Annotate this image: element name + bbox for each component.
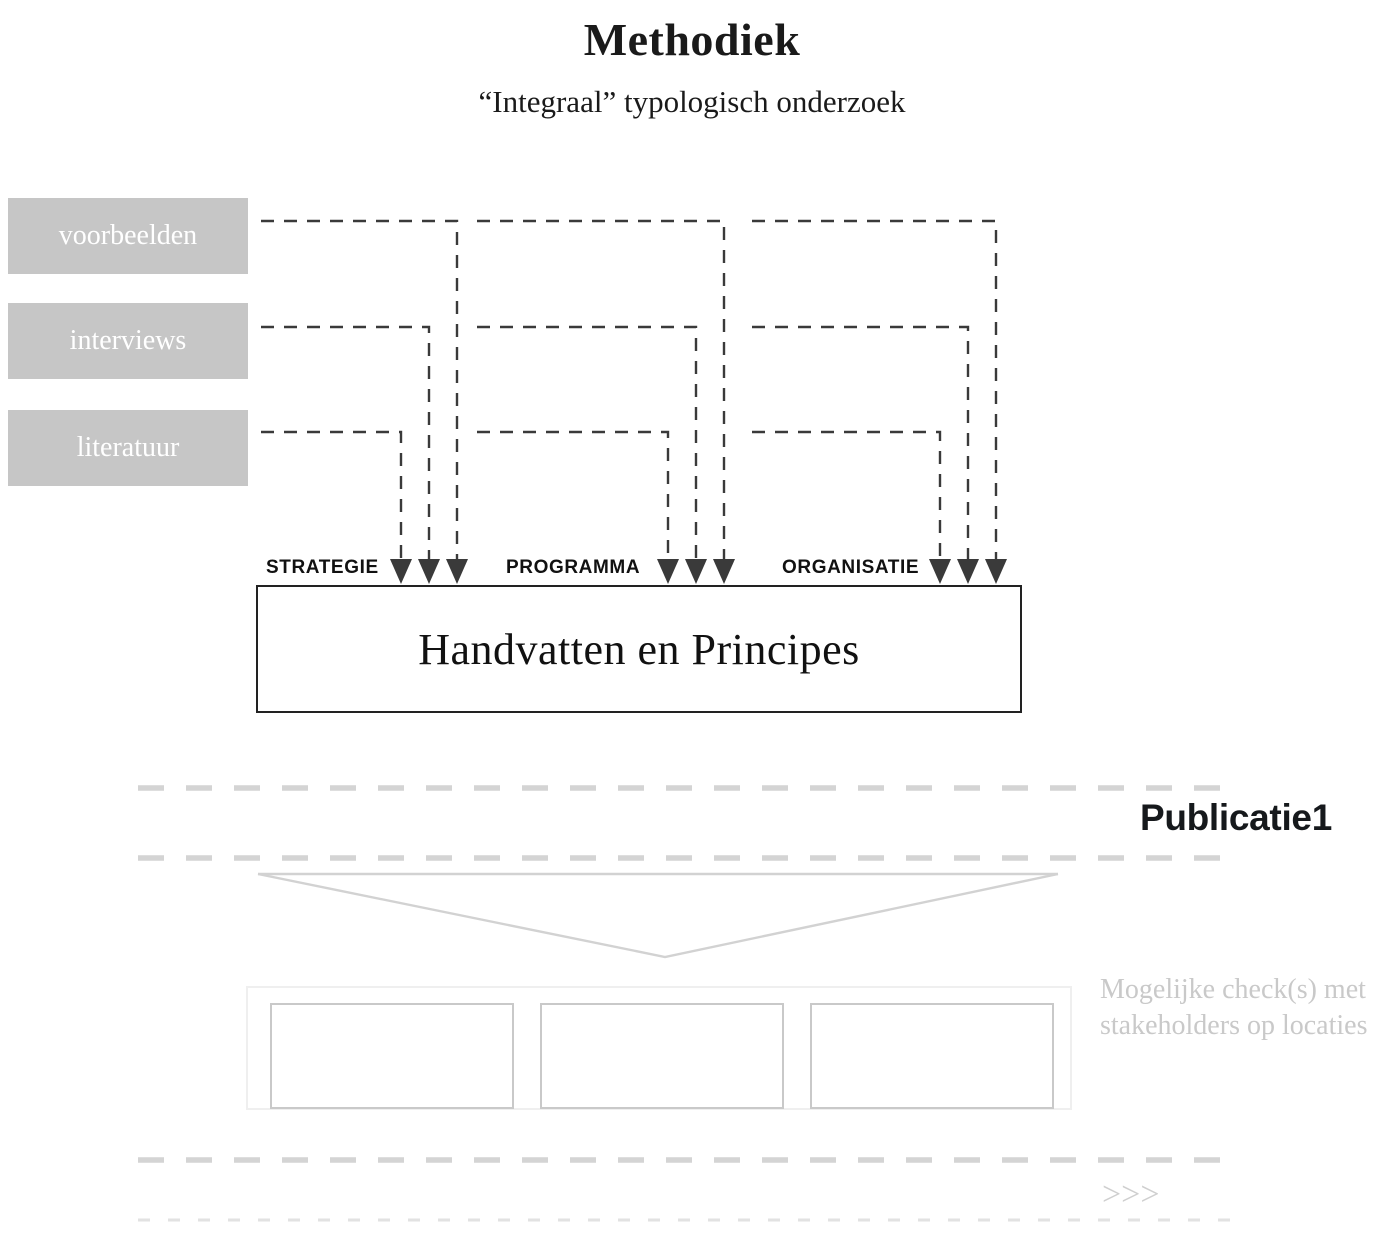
bottom-box-1[interactable] xyxy=(270,1003,514,1109)
connector-path xyxy=(752,430,942,563)
arrow-head-icon xyxy=(418,559,440,584)
bottom-box-3[interactable] xyxy=(810,1003,1054,1109)
arrow-head-icon xyxy=(446,559,468,584)
connector-path xyxy=(752,325,970,563)
chevron-forward-icon: >>> xyxy=(1102,1176,1160,1213)
source-box-literatuur[interactable]: literatuur xyxy=(8,410,248,486)
bottom-outer-frame xyxy=(246,986,1072,1110)
connector-path xyxy=(477,430,670,563)
pillar-label-programma: PROGRAMMA xyxy=(506,557,641,578)
page-title: Methodiek xyxy=(583,14,801,65)
connector-path xyxy=(477,325,698,563)
result-box: Handvatten en Principes xyxy=(256,585,1022,713)
arrow-head-icon xyxy=(985,559,1007,584)
stakeholder-note: Mogelijke check(s) met stakeholders op l… xyxy=(1100,974,1368,1042)
bottom-box-2[interactable] xyxy=(540,1003,784,1109)
arrow-head-icon xyxy=(390,559,412,584)
pillar-label-strategie: STRATEGIE xyxy=(266,557,379,578)
connector-path xyxy=(261,219,459,563)
arrow-head-icon xyxy=(957,559,979,584)
source-box-voorbeelden[interactable]: voorbeelden xyxy=(8,198,248,274)
result-box-label: Handvatten en Principes xyxy=(418,624,860,674)
page-subtitle: “Integraal” typologisch onderzoek xyxy=(478,84,906,119)
source-box-interviews[interactable]: interviews xyxy=(8,303,248,379)
funnel-chevron xyxy=(257,872,1059,959)
arrow-head-icon xyxy=(657,559,679,584)
publication-label: Publicatie1 xyxy=(1139,797,1332,838)
source-box-label: voorbeelden xyxy=(58,220,198,251)
connector-path xyxy=(261,430,403,563)
arrow-head-icon xyxy=(713,559,735,584)
connector-path xyxy=(261,325,431,563)
source-box-label: literatuur xyxy=(76,432,180,463)
connector-path xyxy=(752,219,998,563)
arrow-head-icon xyxy=(929,559,951,584)
arrow-head-icon xyxy=(685,559,707,584)
pillar-label-organisatie: ORGANISATIE xyxy=(782,557,920,578)
source-box-label: interviews xyxy=(69,325,187,356)
